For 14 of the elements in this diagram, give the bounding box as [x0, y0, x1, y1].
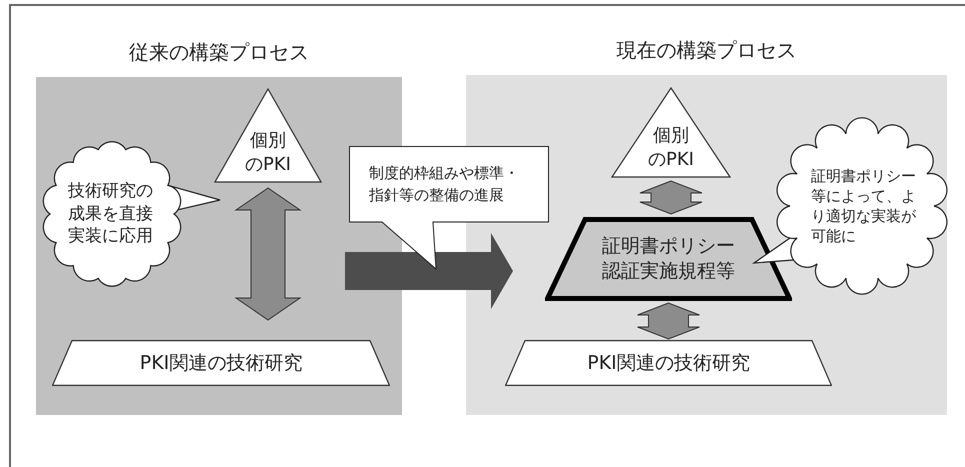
- node-label: 個別のPKI: [244, 129, 292, 177]
- block-arrow: [637, 302, 700, 340]
- block-arrow: [234, 187, 302, 321]
- cloud-text: 技術研究の成果を直接実装に応用: [68, 180, 154, 248]
- node-label: PKI関連の技術研究: [140, 350, 302, 376]
- node-label: 個別のPKI: [647, 124, 695, 172]
- block-arrow: [345, 233, 513, 309]
- block-arrow: [640, 180, 702, 215]
- panel-heading: 従来の構築プロセス: [129, 39, 309, 66]
- node-label: 証明書ポリシー認証実施規程等: [601, 234, 736, 284]
- panel-heading: 現在の構築プロセス: [616, 37, 796, 64]
- node-label: PKI関連の技術研究: [587, 350, 750, 376]
- callout-text: 制度的枠組みや標準・指針等の整備の進展: [369, 163, 520, 206]
- cloud-text: 証明書ポリシー等によって、より適切な実装が可能に: [811, 166, 917, 246]
